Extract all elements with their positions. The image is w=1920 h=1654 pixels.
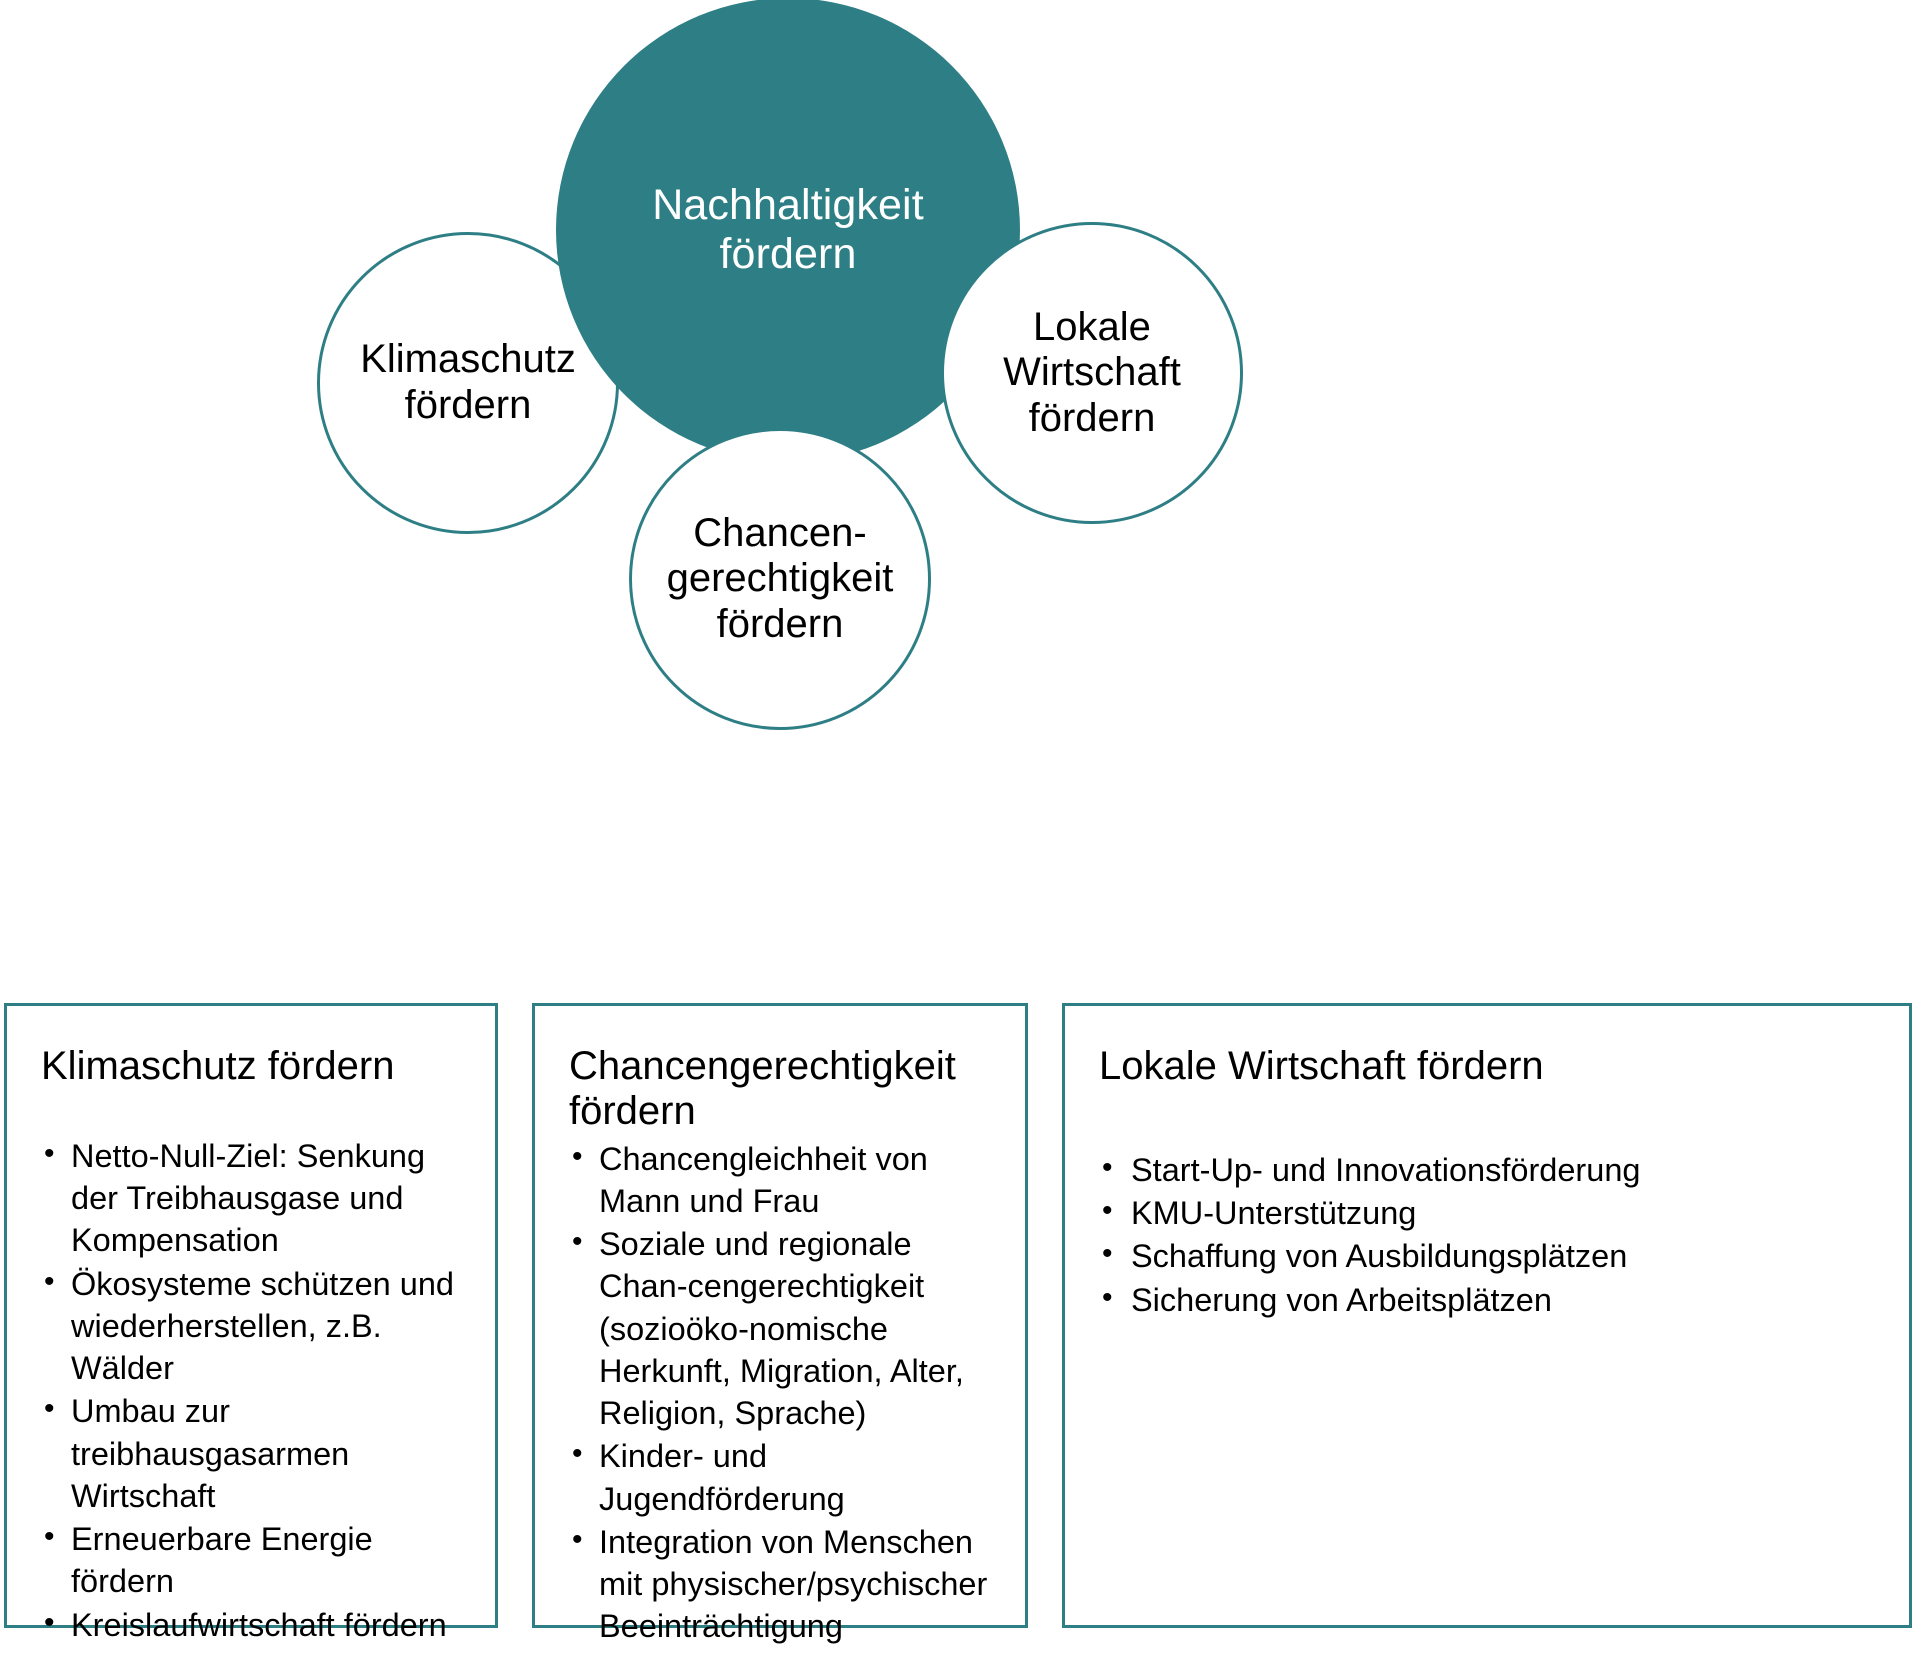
info-box-chancengerechtigkeit-title: Chancengerechtigkeit fördern bbox=[569, 1044, 956, 1133]
info-box-chancengerechtigkeit: Chancengerechtigkeit fördern Chancenglei… bbox=[532, 1003, 1028, 1644]
list-item: Netto-Null-Ziel: Senkung der Treibhausga… bbox=[41, 1134, 461, 1262]
list-item: Umbau zur treibhausgasarmen Wirtschaft bbox=[41, 1389, 461, 1517]
circle-lokale-wirtschaft-label: Lokale Wirtschaft fördern bbox=[1003, 304, 1181, 440]
info-box-lokale-wirtschaft-title: Lokale Wirtschaft fördern bbox=[1099, 1044, 1544, 1088]
info-box-klimaschutz: Klimaschutz fördern Netto-Null-Ziel: Sen… bbox=[4, 1003, 498, 1643]
list-item: Schaffung von Ausbildungsplätzen bbox=[1099, 1234, 1875, 1277]
list-item: Sicherung von Arbeitsplätzen bbox=[1099, 1278, 1875, 1321]
list-item: Kinder- und Jugendförderung bbox=[569, 1434, 991, 1520]
list-item: Soziale und regionale Chan-cengerechtigk… bbox=[569, 1222, 991, 1434]
circle-chancengerechtigkeit-label: Chancen- gerechtigkeit fördern bbox=[666, 510, 894, 646]
circle-chancengerechtigkeit[interactable]: Chancen- gerechtigkeit fördern bbox=[629, 428, 931, 730]
info-box-lokale-wirtschaft-list: Start-Up- und Innovationsförderung KMU-U… bbox=[1099, 1148, 1875, 1321]
circle-lokale-wirtschaft[interactable]: Lokale Wirtschaft fördern bbox=[941, 222, 1243, 524]
info-box-klimaschutz-list: Netto-Null-Ziel: Senkung der Treibhausga… bbox=[41, 1134, 461, 1646]
list-item: Ökosysteme schützen und wiederherstellen… bbox=[41, 1262, 461, 1390]
list-item: Start-Up- und Innovationsförderung bbox=[1099, 1148, 1875, 1191]
circle-klimaschutz-label: Klimaschutz fördern bbox=[360, 337, 576, 427]
list-item: Integration von Menschen mit physischer/… bbox=[569, 1520, 991, 1648]
info-box-klimaschutz-title: Klimaschutz fördern bbox=[41, 1044, 395, 1088]
circle-cluster: Klimaschutz fördern Nachhaltigkeit förde… bbox=[0, 0, 1920, 790]
detail-boxes-row: Klimaschutz fördern Netto-Null-Ziel: Sen… bbox=[0, 1003, 1920, 1644]
info-box-chancengerechtigkeit-list: Chancengleichheit von Mann und Frau Sozi… bbox=[569, 1137, 991, 1648]
info-box-lokale-wirtschaft: Lokale Wirtschaft fördern Start-Up- und … bbox=[1062, 1003, 1912, 1628]
list-item: Kreislaufwirtschaft fördern bbox=[41, 1603, 461, 1646]
circle-nachhaltigkeit-label: Nachhaltigkeit fördern bbox=[652, 180, 924, 278]
list-item: Chancengleichheit von Mann und Frau bbox=[569, 1137, 991, 1223]
list-item: Erneuerbare Energie fördern bbox=[41, 1517, 461, 1603]
list-item: KMU-Unterstützung bbox=[1099, 1191, 1875, 1234]
